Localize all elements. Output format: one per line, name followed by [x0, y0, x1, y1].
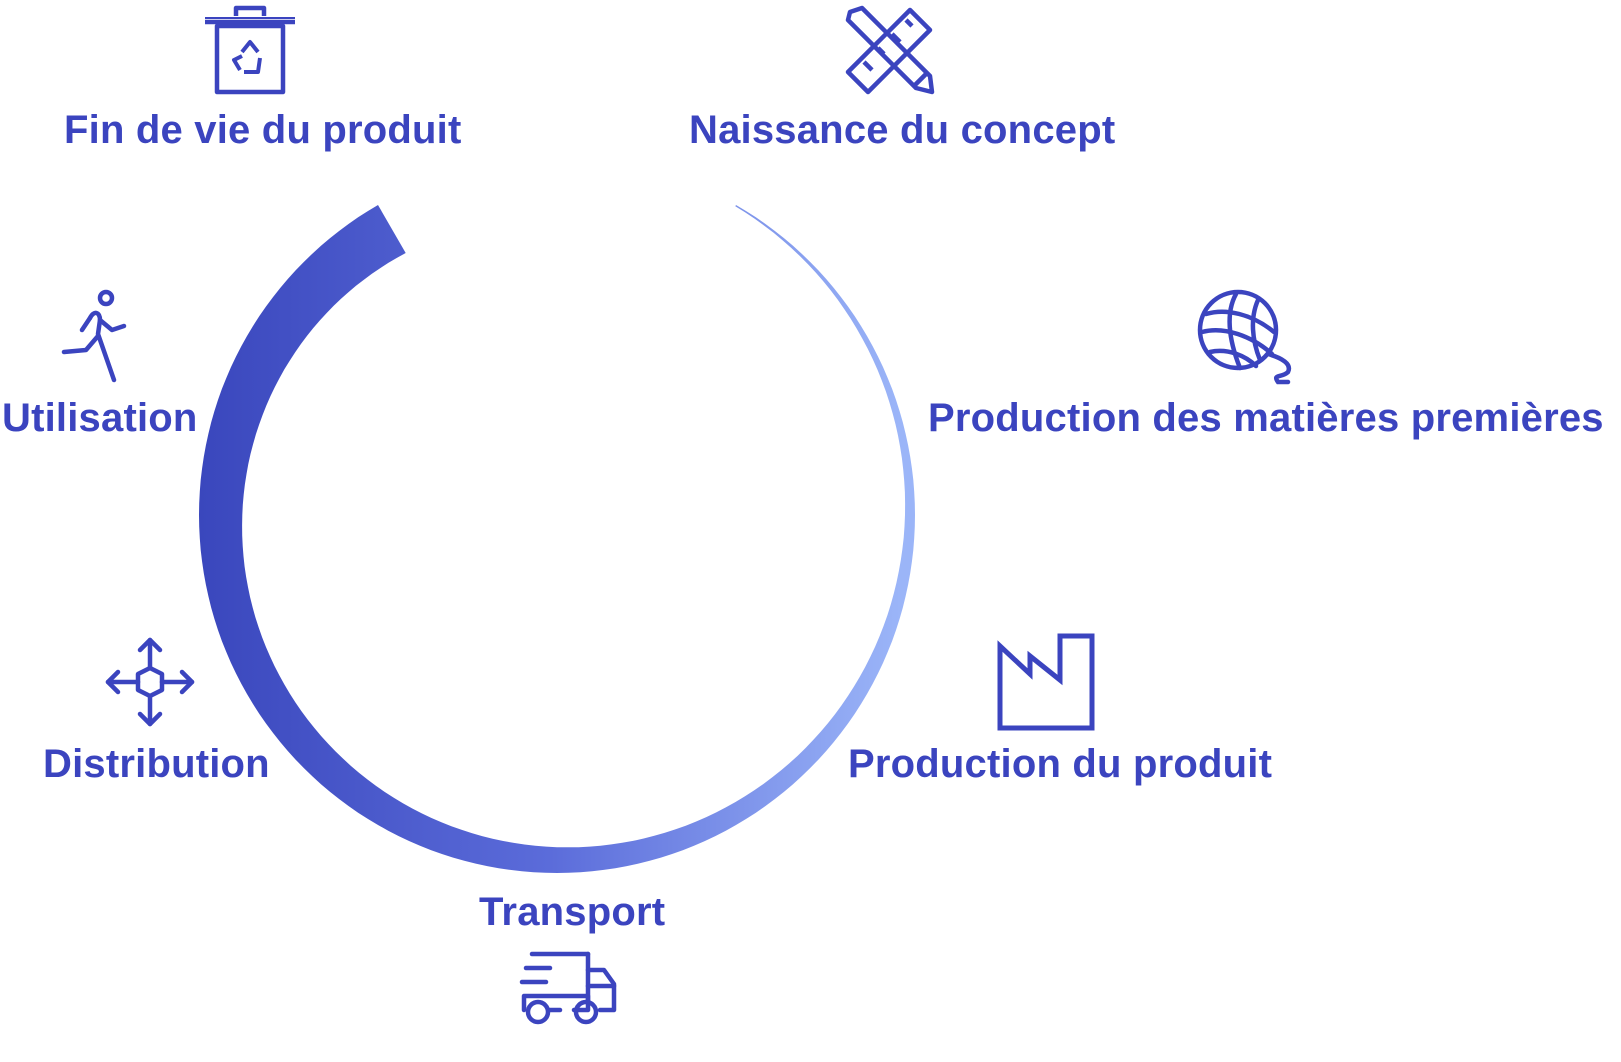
stage-label-transport: Transport: [479, 890, 666, 934]
runner-icon: [60, 289, 130, 383]
stage-label-fin-de-vie: Fin de vie du produit: [64, 108, 462, 152]
stage-label-distribution: Distribution: [43, 742, 270, 786]
recycle-bin-icon: [200, 2, 300, 98]
stage-label-utilisation: Utilisation: [2, 396, 198, 440]
ruler-pencil-icon: [840, 2, 940, 98]
stage-label-matieres: Production des matières premières: [928, 396, 1604, 440]
delivery-truck-icon: [519, 950, 620, 1030]
lifecycle-arc: [199, 205, 915, 873]
factory-icon: [996, 632, 1100, 732]
distribution-arrows-icon: [104, 636, 196, 728]
yarn-ball-icon: [1196, 288, 1300, 386]
stage-label-naissance: Naissance du concept: [689, 108, 1116, 152]
stage-label-production-produit: Production du produit: [848, 742, 1273, 786]
